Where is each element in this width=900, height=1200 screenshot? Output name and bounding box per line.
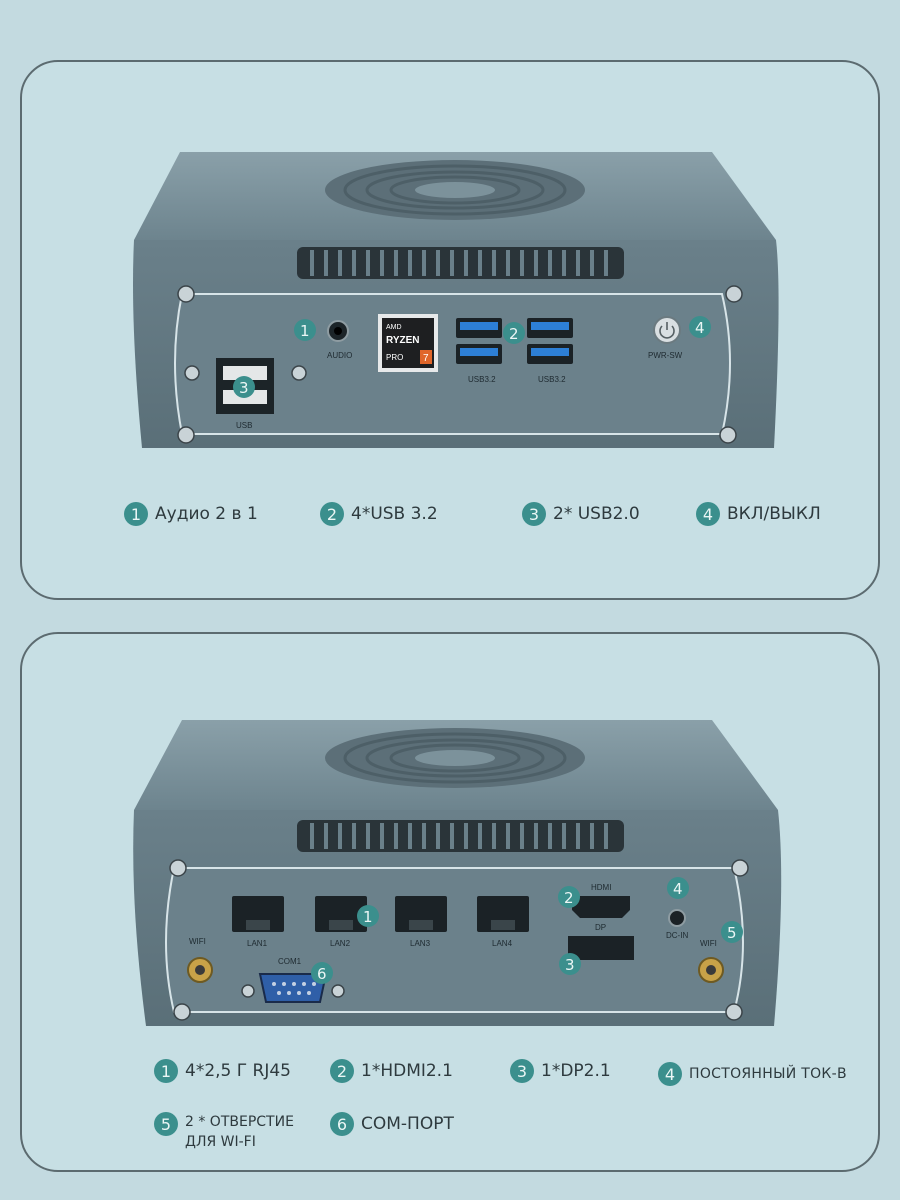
svg-text:RYZEN: RYZEN — [386, 335, 420, 346]
hdmi-label: HDMI — [591, 883, 611, 892]
dcin-label: DC-IN — [666, 931, 688, 940]
com-label: COM1 — [278, 957, 302, 966]
dc-in-jack — [668, 909, 686, 927]
vent-slot — [297, 820, 624, 852]
usb-label: USB — [236, 421, 252, 430]
legend-item-com: 6 СОМ-ПОРТ — [330, 1112, 454, 1136]
svg-text:2: 2 — [509, 325, 519, 343]
lan-ports — [232, 896, 529, 932]
usb32-right-label: USB3.2 — [538, 375, 566, 384]
front-device-image: AUDIO AMD RYZEN PRO 7 USB3.2 USB3.2 USB … — [133, 152, 779, 448]
usb32-left-label: USB3.2 — [468, 375, 496, 384]
svg-text:6: 6 — [317, 965, 327, 983]
svg-text:7: 7 — [423, 353, 429, 364]
vent-slot — [297, 247, 624, 279]
device-callouts: 1 2 3 4 5 6 — [311, 877, 743, 984]
svg-text:1: 1 — [363, 908, 373, 926]
svg-text:2: 2 — [564, 889, 574, 907]
com-port — [258, 973, 328, 1003]
usb32-ports — [456, 318, 573, 364]
device-callouts: 1 2 3 4 — [233, 316, 711, 398]
lan2-label: LAN2 — [330, 939, 351, 948]
legend-item-dc: 4 ПОСТОЯННЫЙ ТОК-В — [658, 1062, 847, 1086]
svg-text:5: 5 — [727, 924, 737, 942]
svg-text:4: 4 — [695, 319, 705, 337]
svg-text:AMD: AMD — [386, 324, 402, 331]
screw — [177, 285, 195, 303]
wifi-right-label: WIFI — [700, 939, 717, 948]
front-panel-card: AUDIO AMD RYZEN PRO 7 USB3.2 USB3.2 USB … — [20, 60, 880, 600]
pwr-label: PWR-SW — [648, 351, 683, 360]
legend-item-wifi: 5 2 * ОТВЕРСТИЕ ДЛЯ WI-FI — [154, 1112, 294, 1152]
hdmi-port — [572, 896, 630, 918]
audio-label: AUDIO — [327, 351, 352, 360]
legend-item-power: 4 ВКЛ/ВЫКЛ — [696, 502, 821, 526]
dp-port — [568, 936, 634, 960]
back-panel-card: LAN1 LAN2 LAN3 LAN4 HDMI DP DC-IN WIFI W… — [20, 632, 880, 1172]
dp-label: DP — [595, 923, 606, 932]
legend-item-hdmi: 2 1*HDMI2.1 — [330, 1059, 453, 1083]
lan4-label: LAN4 — [492, 939, 513, 948]
legend-item-audio: 1 Аудио 2 в 1 — [124, 502, 258, 526]
legend-item-rj45: 1 4*2,5 Г RJ45 — [154, 1059, 291, 1083]
svg-text:4: 4 — [673, 880, 683, 898]
wifi-left-label: WIFI — [189, 937, 206, 946]
svg-text:3: 3 — [239, 379, 249, 397]
legend-item-dp: 3 1*DP2.1 — [510, 1059, 611, 1083]
lan1-label: LAN1 — [247, 939, 268, 948]
svg-text:1: 1 — [300, 322, 310, 340]
legend-item-usb20: 3 2* USB2.0 — [522, 502, 640, 526]
legend-item-usb32: 2 4*USB 3.2 — [320, 502, 438, 526]
lan3-label: LAN3 — [410, 939, 431, 948]
svg-text:3: 3 — [565, 956, 575, 974]
back-device-image: LAN1 LAN2 LAN3 LAN4 HDMI DP DC-IN WIFI W… — [133, 720, 782, 1026]
svg-text:PRO: PRO — [386, 353, 403, 362]
